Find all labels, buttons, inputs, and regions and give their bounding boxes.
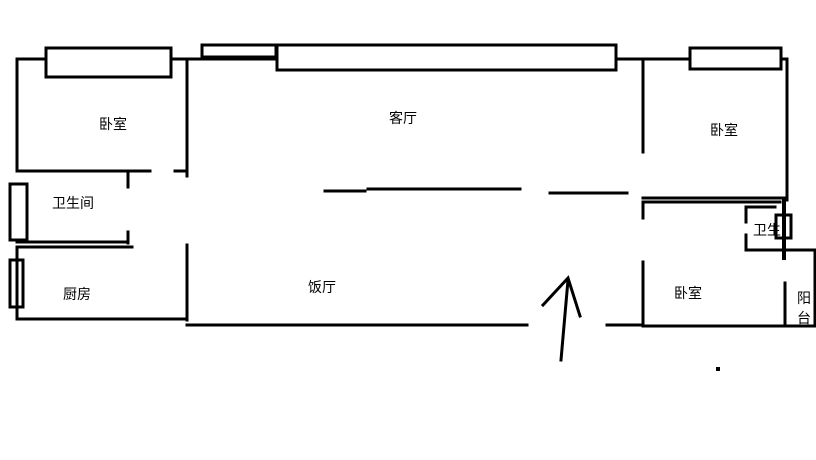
label-balcony-1: 阳	[797, 291, 811, 307]
entrance-arrow-icon	[540, 275, 582, 362]
room-labels: 卧室 客厅 卧室 卫生间 厨房 饭厅 卧室 卫生 阳 台	[52, 110, 811, 327]
dot-mark	[716, 367, 720, 371]
window-right-bedroom	[688, 46, 783, 71]
window-left-bedroom	[44, 46, 173, 79]
window-small-top	[200, 43, 278, 59]
label-bedroom-right-top: 卧室	[710, 122, 738, 139]
label-bedroom-left: 卧室	[99, 116, 127, 133]
label-dining-room: 饭厅	[308, 280, 336, 296]
label-living-room: 客厅	[389, 110, 417, 127]
label-bathroom-left: 卫生间	[52, 196, 94, 212]
partition-dashed	[323, 187, 629, 195]
walls	[15, 57, 816, 328]
window-bathroom-left	[8, 182, 29, 242]
label-balcony-2: 台	[797, 311, 811, 327]
window-living-room	[275, 43, 618, 72]
label-bathroom-right: 卫生	[753, 223, 781, 239]
label-kitchen: 厨房	[63, 287, 91, 303]
label-bedroom-right-bottom: 卧室	[674, 285, 702, 302]
